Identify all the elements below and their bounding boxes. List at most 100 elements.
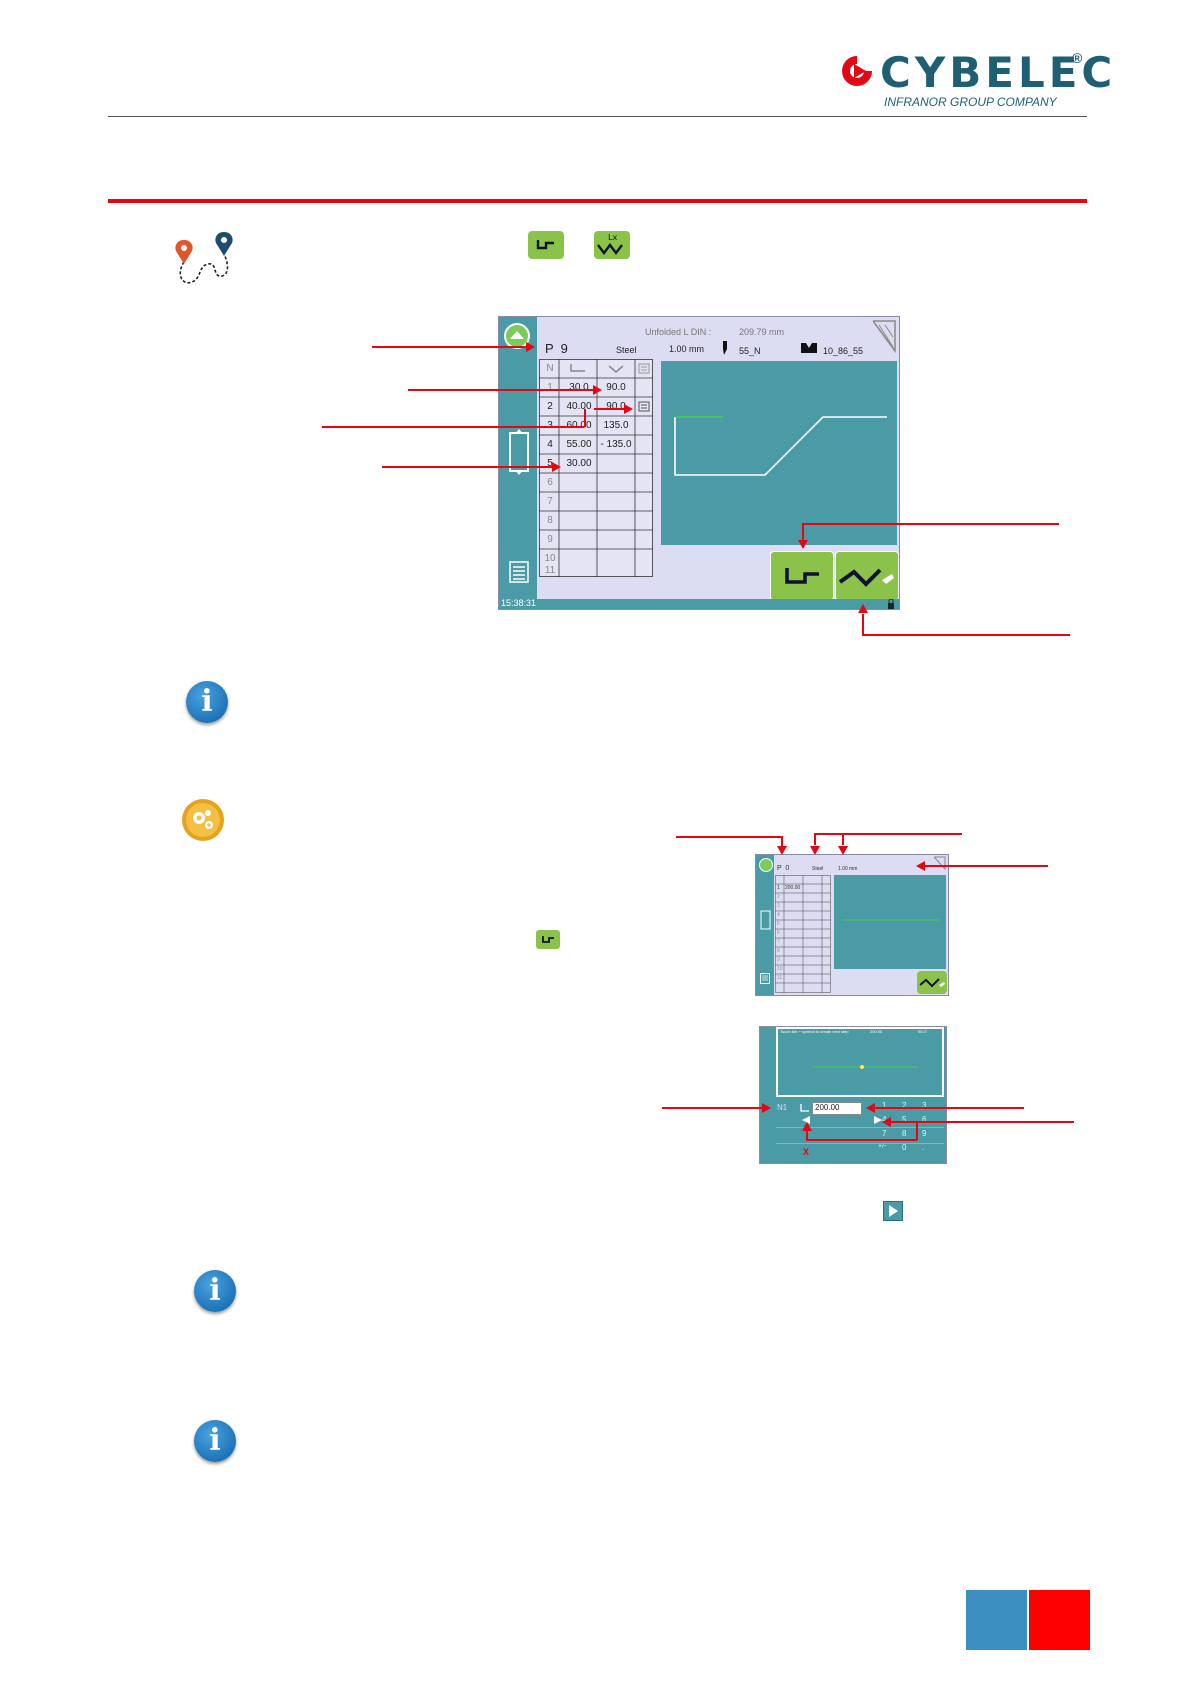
profile-bend-button-small[interactable] bbox=[536, 930, 560, 949]
callout-line bbox=[916, 1122, 918, 1140]
callout-line bbox=[842, 833, 844, 845]
list-menu-icon[interactable] bbox=[760, 973, 770, 984]
row-number: 7 bbox=[777, 939, 780, 945]
length-cell[interactable]: 200.00 bbox=[785, 885, 801, 891]
next-arrow-icon[interactable] bbox=[874, 1116, 882, 1124]
length-cell[interactable]: 30.0 bbox=[569, 382, 589, 393]
resize-arrows-icon[interactable] bbox=[760, 909, 771, 931]
die-icon bbox=[801, 343, 817, 353]
route-pins-icon bbox=[175, 232, 233, 284]
angle-cell[interactable]: 90.0 bbox=[606, 401, 626, 412]
section-red-rule bbox=[108, 199, 1087, 203]
callout-line bbox=[372, 346, 526, 348]
key-plus-minus[interactable]: +/- bbox=[878, 1143, 887, 1150]
footer-blue-block bbox=[966, 1590, 1027, 1650]
callout-arrow bbox=[762, 1103, 771, 1113]
home-icon bbox=[510, 331, 524, 339]
length-input[interactable]: 200.00 bbox=[812, 1102, 862, 1115]
length-entry-screen: Touch the ⌐ symbol to create next step 2… bbox=[759, 1026, 947, 1164]
table-grid bbox=[539, 359, 653, 577]
key-1[interactable]: 1 bbox=[882, 1101, 887, 1110]
screen-sidebar bbox=[760, 1027, 776, 1163]
material-label: Steel bbox=[616, 345, 637, 355]
row-option-icon[interactable] bbox=[638, 401, 650, 412]
row-number: 6 bbox=[777, 930, 780, 936]
callout-arrow bbox=[858, 604, 868, 613]
options-col-icon bbox=[638, 363, 650, 374]
profile-edit-button[interactable] bbox=[835, 551, 899, 601]
profile-view[interactable] bbox=[661, 361, 897, 545]
keypad-divider bbox=[776, 1127, 944, 1128]
profile-bend-button[interactable] bbox=[528, 231, 564, 259]
key-dot[interactable]: . bbox=[922, 1143, 925, 1152]
home-button[interactable] bbox=[759, 858, 773, 872]
angle-cell[interactable]: - 135.0 bbox=[600, 439, 632, 450]
key-8[interactable]: 8 bbox=[902, 1129, 907, 1138]
home-button[interactable] bbox=[504, 323, 530, 349]
bend-profile-icon bbox=[536, 240, 554, 250]
screen-sidebar bbox=[756, 855, 774, 995]
profile-view[interactable] bbox=[834, 875, 946, 969]
callout-line bbox=[814, 833, 962, 835]
key-0[interactable]: 0 bbox=[902, 1143, 907, 1152]
corner-triangle-icon[interactable] bbox=[934, 856, 946, 870]
callout-line bbox=[806, 1139, 917, 1141]
status-bar bbox=[499, 599, 899, 609]
callout-line bbox=[806, 1128, 808, 1140]
resize-arrows-icon[interactable] bbox=[507, 429, 531, 475]
wave-edit-icon bbox=[838, 568, 894, 587]
key-5[interactable]: 5 bbox=[902, 1115, 907, 1124]
profile-edit-button[interactable] bbox=[917, 971, 947, 994]
row-number: 4 bbox=[777, 912, 780, 918]
hint-text: Touch the ⌐ symbol to create next step bbox=[780, 1029, 849, 1034]
cancel-button[interactable]: X bbox=[803, 1147, 810, 1157]
lx-wave-button[interactable]: Lx bbox=[594, 231, 630, 259]
callout-arrow bbox=[624, 404, 633, 414]
row-number: 10 bbox=[777, 966, 783, 972]
profile-step-button[interactable] bbox=[770, 551, 834, 601]
unfolded-value: 209.79 mm bbox=[739, 327, 785, 337]
length-cell[interactable]: 55.00 bbox=[566, 439, 592, 450]
angle-cell[interactable]: 90.0 bbox=[606, 382, 626, 393]
key-7[interactable]: 7 bbox=[882, 1129, 887, 1138]
callout-arrow bbox=[552, 462, 561, 472]
table-grid bbox=[775, 875, 831, 993]
draw-area[interactable]: Touch the ⌐ symbol to create next step 2… bbox=[776, 1027, 944, 1097]
lock-icon bbox=[888, 599, 894, 609]
key-9[interactable]: 9 bbox=[922, 1129, 927, 1138]
length-col-icon bbox=[570, 364, 585, 372]
key-6[interactable]: 6 bbox=[922, 1115, 927, 1124]
length-cell[interactable]: 60.00 bbox=[561, 420, 597, 431]
row-number: 1 bbox=[777, 885, 780, 891]
next-arrow-button[interactable] bbox=[883, 1201, 903, 1221]
length-cell[interactable]: 30.00 bbox=[566, 458, 592, 469]
angle-cell[interactable]: 135.0 bbox=[603, 420, 629, 431]
program-number: P 0 bbox=[777, 865, 790, 872]
list-menu-icon[interactable] bbox=[509, 561, 529, 583]
key-3[interactable]: 3 bbox=[922, 1101, 927, 1110]
corner-triangle-icon[interactable] bbox=[873, 319, 897, 353]
callout-line bbox=[676, 836, 782, 838]
length-icon bbox=[800, 1104, 809, 1112]
callout-line bbox=[781, 836, 783, 846]
callout-arrow bbox=[916, 861, 925, 871]
callout-line bbox=[874, 1107, 1024, 1109]
callout-line bbox=[862, 614, 864, 634]
callout-line bbox=[890, 1121, 1074, 1123]
profile-drawing bbox=[842, 919, 940, 921]
callout-line bbox=[814, 833, 816, 845]
callout-line bbox=[802, 523, 1059, 525]
logo-mark-icon bbox=[842, 56, 872, 86]
header-divider bbox=[108, 116, 1087, 117]
callout-line bbox=[594, 408, 624, 410]
thickness-label: 1.00 mm bbox=[669, 344, 705, 354]
key-2[interactable]: 2 bbox=[902, 1101, 907, 1110]
thickness-label: 1.00 mm bbox=[838, 866, 858, 872]
profile-drawing bbox=[812, 1065, 918, 1069]
length-cell[interactable]: 40.00 bbox=[566, 401, 592, 412]
brand-name: CYBELEC bbox=[880, 48, 1117, 97]
brand-tagline: INFRANOR GROUP COMPANY bbox=[884, 95, 1057, 109]
callout-arrow bbox=[866, 1103, 875, 1113]
callout-arrow bbox=[798, 540, 808, 549]
